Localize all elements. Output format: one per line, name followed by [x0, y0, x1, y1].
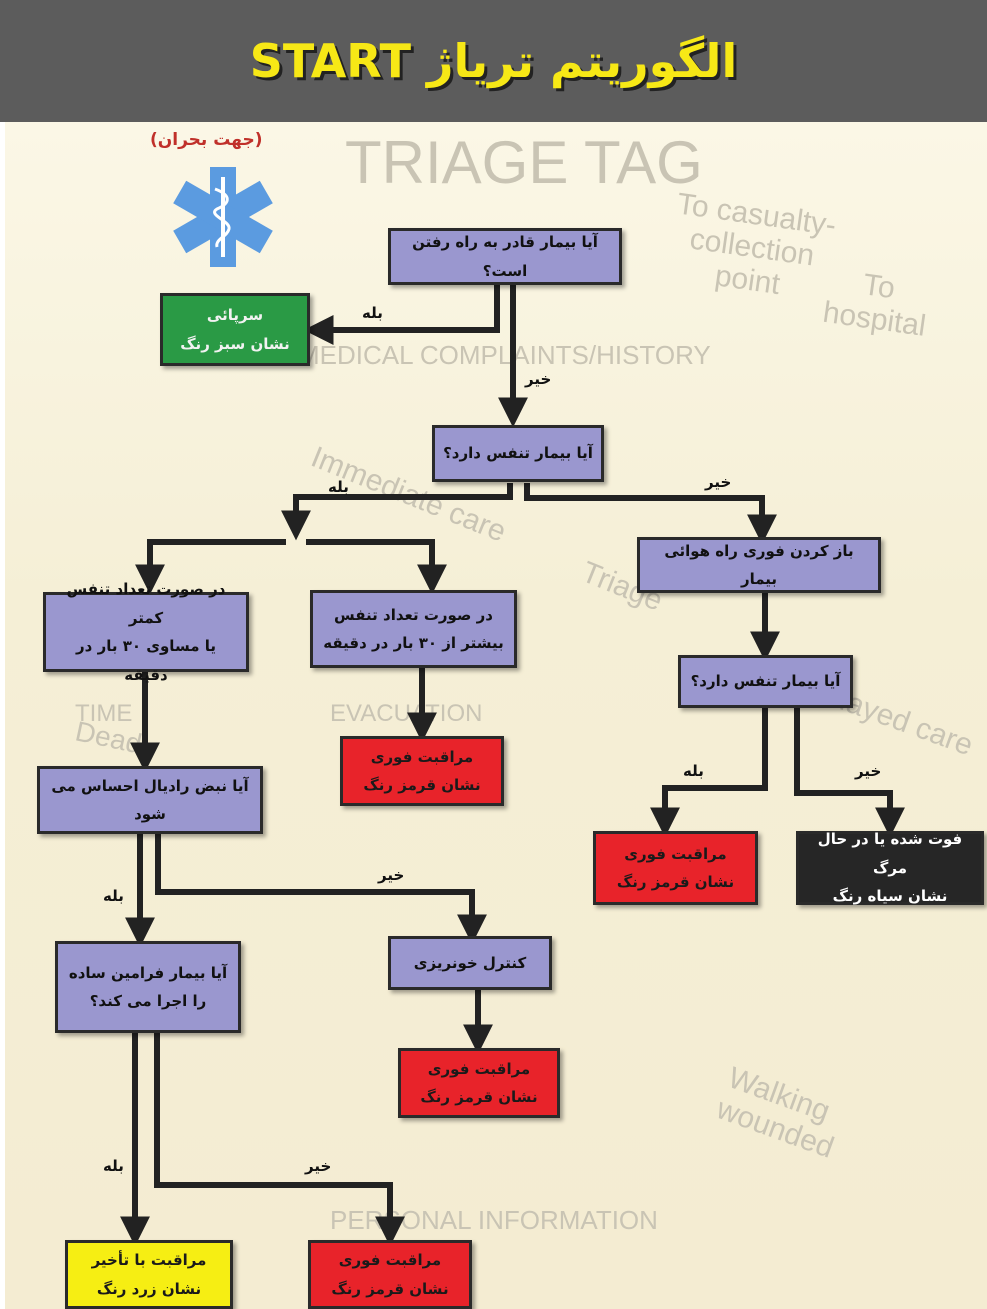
node-text: آیا نبض رادیال احساس می شود	[51, 776, 249, 824]
delayed-yellow-tag: مراقبت با تأخیر نشان زرد رنگ	[65, 1240, 233, 1309]
crisis-label: (جهت بحران)	[150, 130, 263, 150]
edge-label-walk-yes: بله	[362, 304, 383, 322]
breathing-question-1: آیا بیمار تنفس دارد؟	[432, 425, 604, 482]
node-text-line2: را اجرا می کند؟	[89, 992, 207, 1010]
node-text-line1: مراقبت فوری	[338, 1251, 442, 1269]
edge-label-pulse-no: خیر	[378, 866, 405, 884]
ambulatory-green-tag: سرپائی نشان سبز رنگ	[160, 293, 310, 366]
node-text-line1: مراقبت فوری	[370, 747, 474, 766]
edge-label-breath2-yes: بله	[683, 762, 704, 780]
node-text-line1: در صورت تعداد تنفس کمتر	[66, 580, 226, 627]
obeys-commands-question: آیا بیمار فرامین ساده را اجرا می کند؟	[55, 941, 241, 1033]
immediate-red-tag-3: مراقبت فوری نشان قرمز رنگ	[398, 1048, 560, 1118]
breathing-question-2: آیا بیمار تنفس دارد؟	[678, 655, 853, 708]
node-text: آیا بیمار قادر به راه رفتن است؟	[412, 233, 598, 280]
node-text-line1: در صورت تعداد تنفس	[334, 605, 493, 624]
node-text: آیا بیمار تنفس دارد؟	[443, 444, 593, 463]
bg-evacuation: EVACUATION	[330, 700, 483, 727]
node-text-line1: مراقبت فوری	[427, 1059, 531, 1078]
node-text-line1: مراقبت با تأخیر	[91, 1251, 207, 1269]
node-text-line2: نشان سبز رنگ	[180, 334, 290, 353]
node-text-line1: سرپائی	[206, 306, 264, 324]
node-text-line1: آیا بیمار فرامین ساده	[68, 963, 228, 982]
open-airway-step: باز کردن فوری راه هوائی بیمار	[637, 537, 881, 593]
node-text: کنترل خونریزی	[413, 953, 527, 972]
node-text-line2: نشان قرمز رنگ	[420, 1088, 538, 1106]
node-text-line2: نشان قرمز رنگ	[363, 776, 481, 794]
control-bleeding-step: کنترل خونریزی	[388, 936, 552, 990]
node-text-line2: نشان زرد رنگ	[96, 1279, 202, 1298]
bg-triage-tag: TRIAGE TAG	[345, 129, 703, 196]
edge-label-breath1-no: خیر	[705, 473, 732, 491]
deceased-black-tag: فوت شده یا در حال مرگ نشان سیاه رنگ	[796, 830, 984, 905]
immediate-red-tag-2: مراقبت فوری نشان قرمز رنگ	[593, 831, 758, 905]
immediate-red-tag-4: مراقبت فوری نشان قرمز رنگ	[308, 1240, 472, 1309]
node-text-line2: نشان قرمز رنگ	[616, 873, 735, 891]
resp-rate-low-box: در صورت تعداد تنفس کمتر یا مساوی ۳۰ بار …	[43, 580, 249, 684]
bg-medical-complaints: MEDICAL COMPLAINTS/HISTORY	[298, 340, 711, 370]
page-title: الگوریتم تریاژ START	[249, 34, 738, 88]
node-text: آیا بیمار تنفس دارد؟	[690, 672, 841, 691]
header-bar: الگوریتم تریاژ START	[0, 0, 987, 122]
edge-label-commands-yes: بله	[103, 1157, 124, 1175]
node-text-line2: نشان سیاه رنگ	[832, 887, 948, 906]
node-text-line1: مراقبت فوری	[624, 844, 727, 863]
node-text-line2: نشان قرمز رنگ	[331, 1279, 449, 1298]
resp-rate-high-box: در صورت تعداد تنفس بیشتر از ۳۰ بار در دق…	[310, 590, 517, 668]
node-text-line2: یا مساوی ۳۰ بار در دقیقه	[76, 637, 216, 684]
edge-label-walk-no: خیر	[525, 370, 552, 388]
edge-label-commands-no: خیر	[305, 1157, 332, 1175]
can-walk-question: آیا بیمار قادر به راه رفتن است؟	[388, 228, 622, 285]
node-text: باز کردن فوری راه هوائی بیمار	[664, 541, 854, 589]
node-text-line1: فوت شده یا در حال مرگ	[817, 830, 963, 877]
edge-label-breath2-no: خیر	[855, 762, 882, 780]
radial-pulse-question: آیا نبض رادیال احساس می شود	[37, 766, 263, 834]
edge-label-pulse-yes: بله	[103, 887, 124, 905]
edge-label-breath1-yes: بله	[328, 478, 349, 496]
bg-time: TIME	[75, 700, 133, 727]
immediate-red-tag-1: مراقبت فوری نشان قرمز رنگ	[340, 736, 504, 806]
star-of-life-icon	[173, 167, 273, 267]
node-text-line2: بیشتر از ۳۰ بار در دقیقه	[323, 634, 504, 652]
